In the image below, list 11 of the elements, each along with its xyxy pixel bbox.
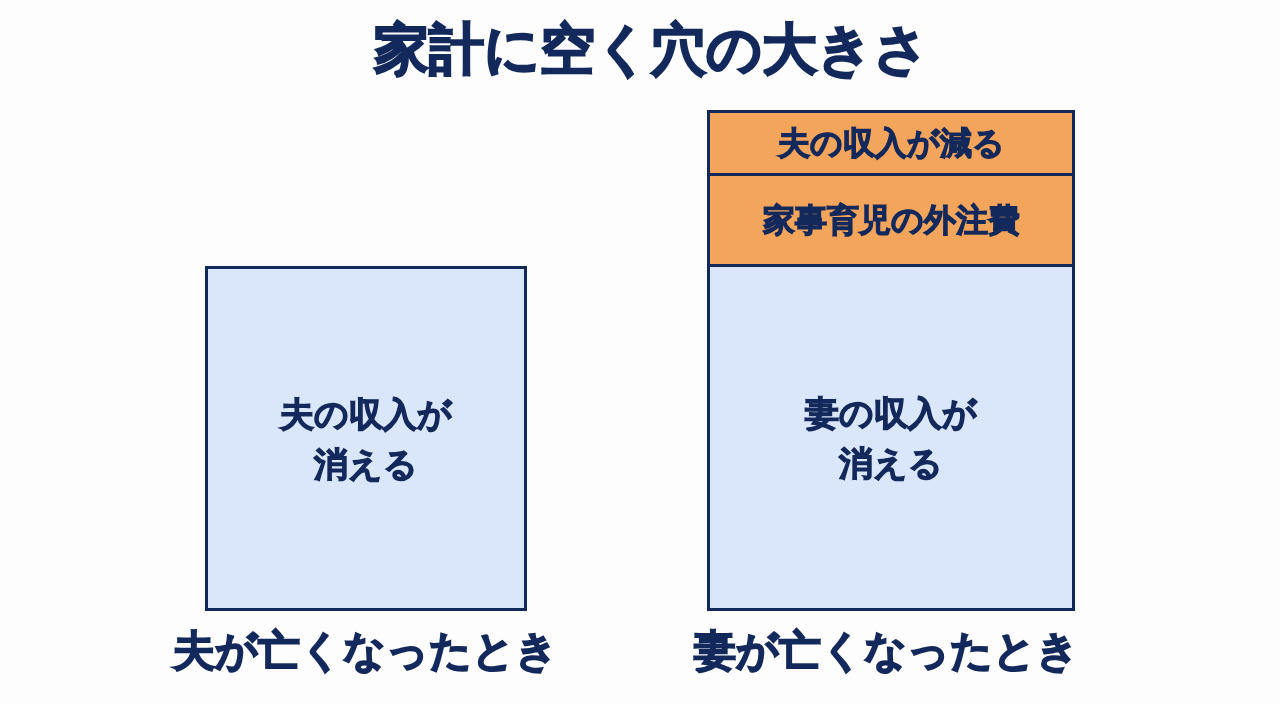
income-box: [707, 267, 1075, 611]
scenario-label: 妻が亡くなったとき: [693, 625, 1079, 677]
box-label: 家事育児の外注費: [762, 200, 1020, 241]
income-box: [205, 266, 527, 611]
box-label: 夫の収入が減る: [777, 123, 1005, 164]
cost-box: [707, 176, 1075, 267]
box-label: 妻の収入が消える: [804, 391, 978, 485]
title: 家計に空く穴の大きさ: [373, 16, 929, 82]
scenario-label: 夫が亡くなったとき: [172, 625, 558, 677]
box-label: 夫の収入が消える: [279, 392, 453, 486]
cost-box: [707, 110, 1075, 176]
